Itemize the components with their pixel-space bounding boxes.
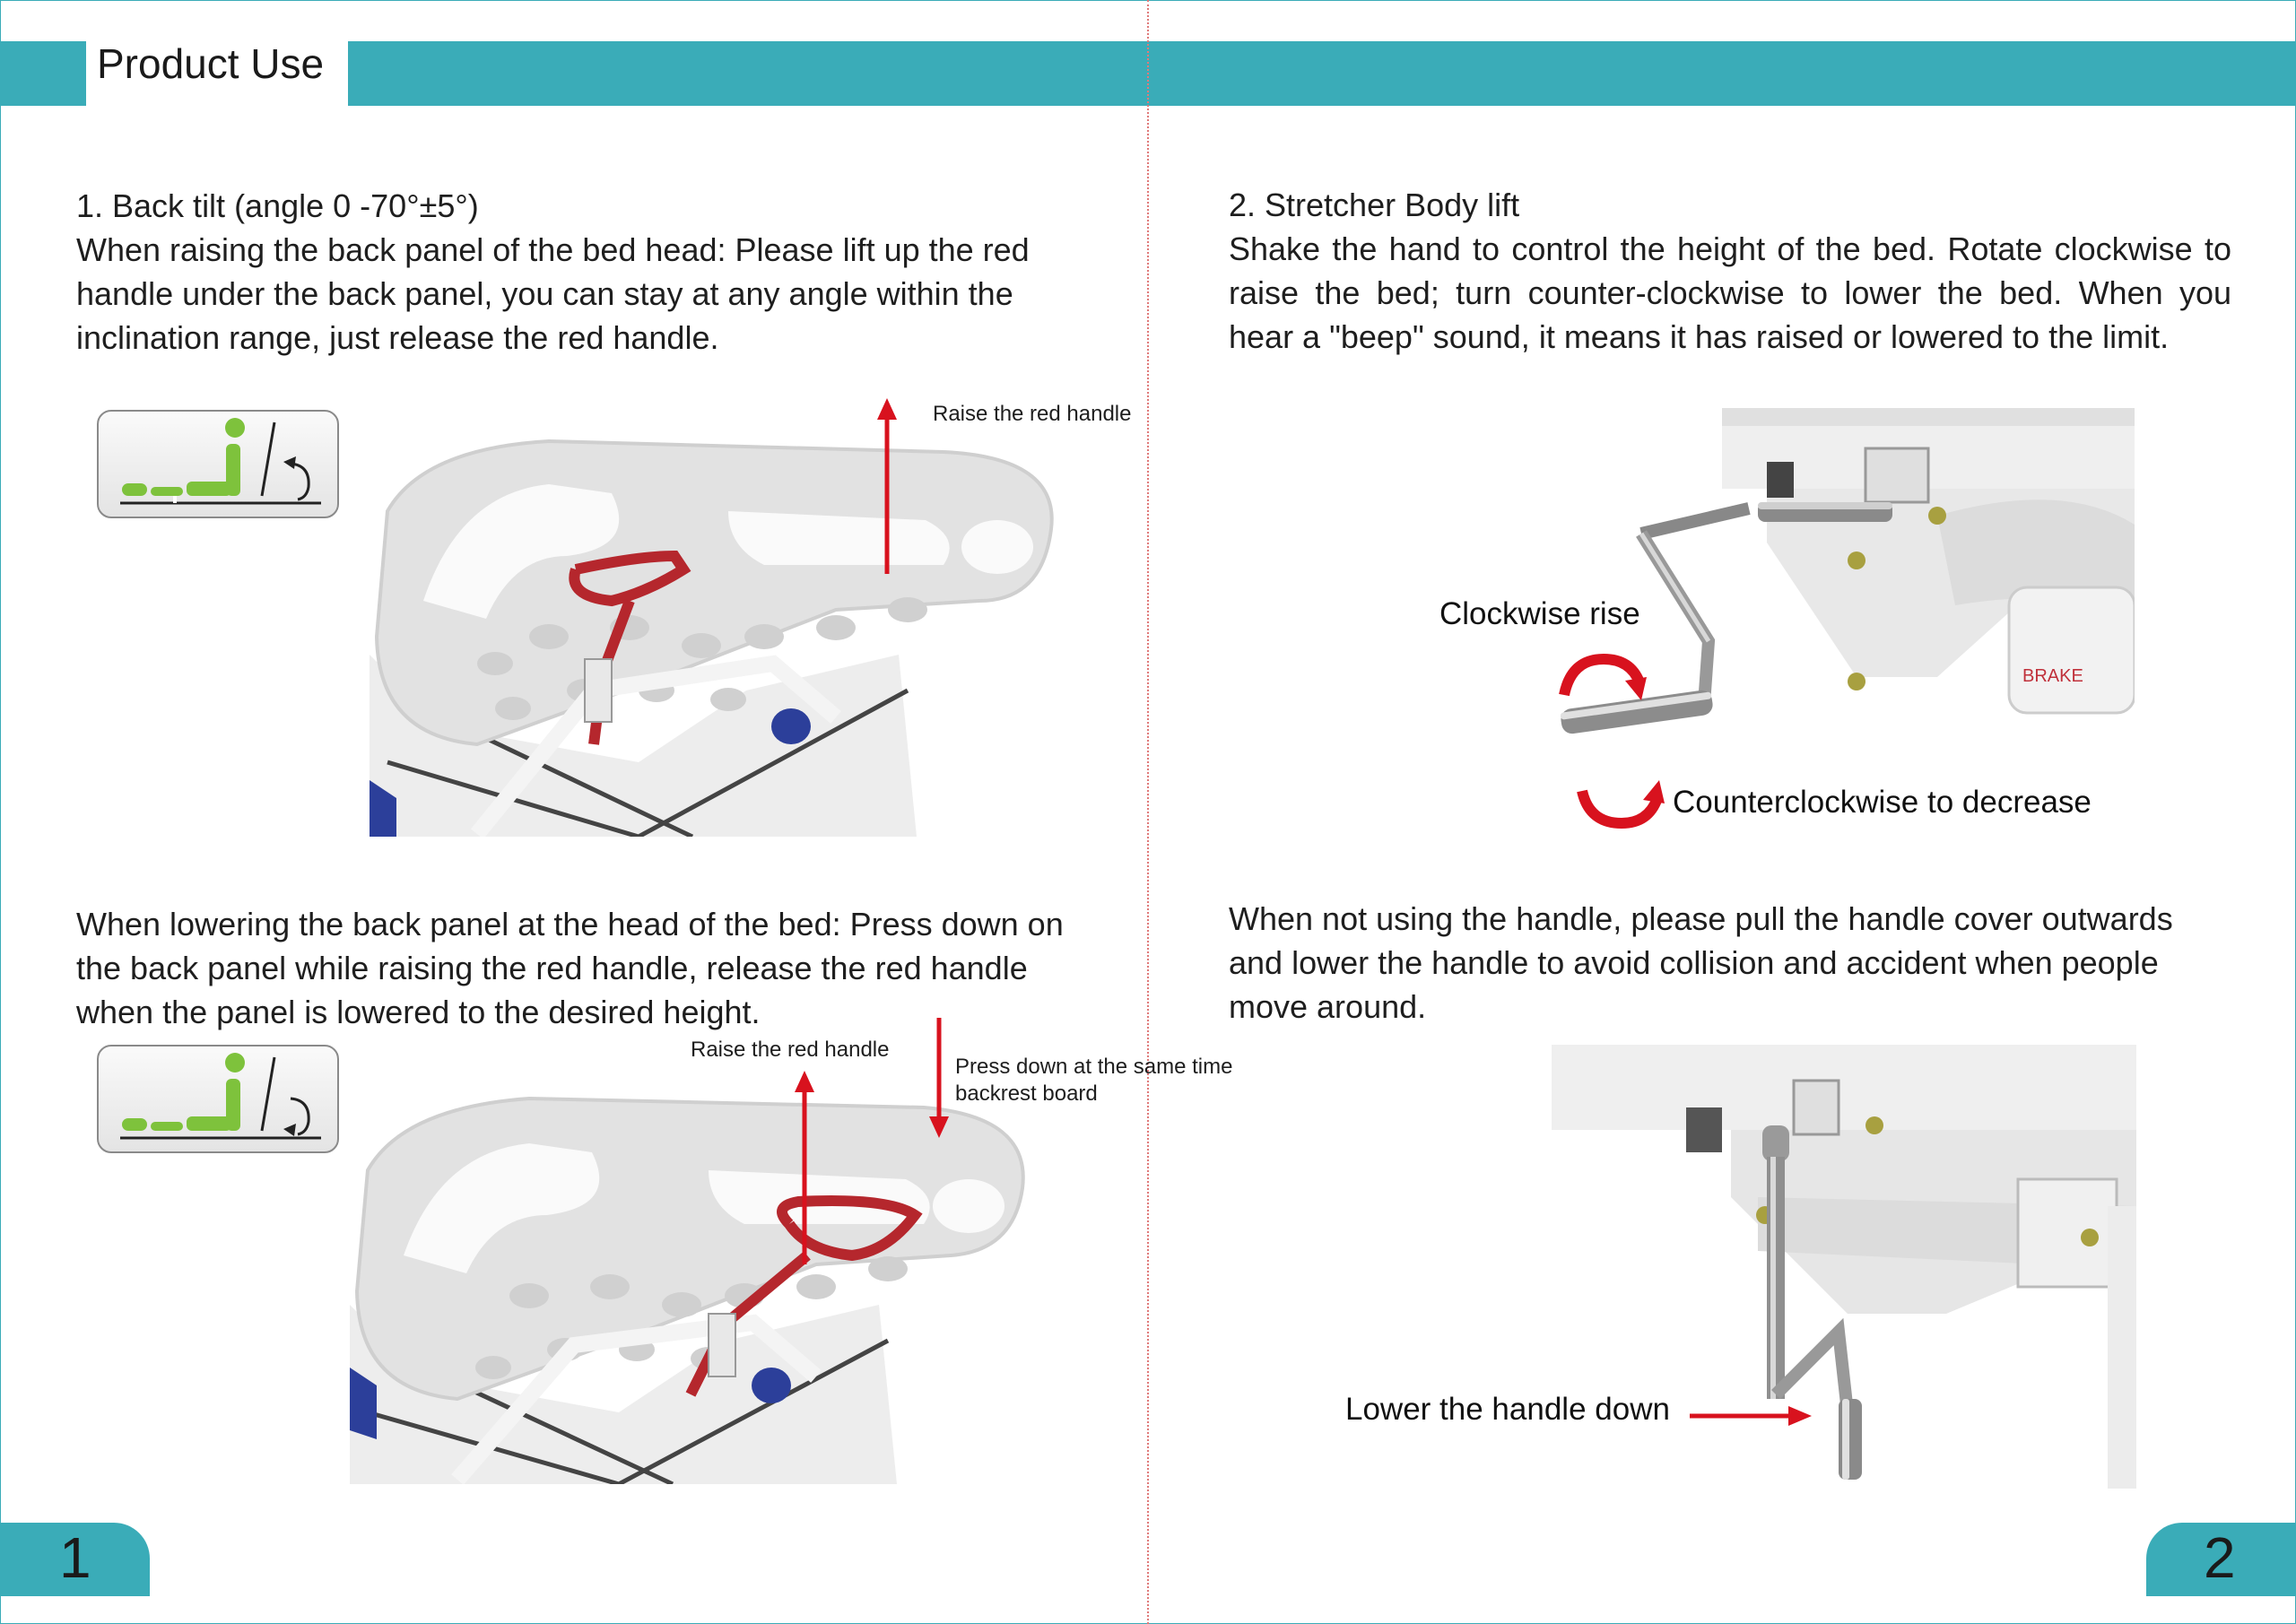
press-down-label-2: backrest board bbox=[955, 1081, 1098, 1106]
handle-storage-line-1: When not using the handle, please pull t… bbox=[1229, 900, 2173, 937]
raise-arrow-icon-2 bbox=[795, 1071, 814, 1264]
back-tilt-icon-2 bbox=[97, 1045, 339, 1153]
page-tab-right bbox=[2146, 1523, 2296, 1596]
counterclockwise-decrease-label: Counterclockwise to decrease bbox=[1673, 785, 2092, 820]
body-lift-line-3: hear a "beep" sound, it means it has rai… bbox=[1229, 318, 2170, 355]
raise-red-handle-label: Raise the red handle bbox=[933, 402, 1132, 426]
bed-backrest-photo-raise bbox=[370, 421, 1062, 837]
counterclockwise-arrow-icon bbox=[1577, 780, 1665, 829]
svg-text:BRAKE: BRAKE bbox=[2022, 666, 2083, 686]
page-divider bbox=[1147, 0, 1149, 1624]
crank-handle-photo: BRAKE bbox=[1561, 408, 2135, 838]
handle-storage-line-3: move around. bbox=[1229, 988, 1427, 1025]
body-lift-line-1: Shake the hand to control the height of … bbox=[1229, 230, 2231, 267]
clockwise-rise-label: Clockwise rise bbox=[1439, 596, 1640, 631]
lower-handle-arrow-icon bbox=[1690, 1406, 1812, 1426]
body-lift-line-2: raise the bed; turn counter-clockwise to… bbox=[1229, 274, 2231, 311]
page-title: Product Use bbox=[97, 40, 325, 87]
section-heading-body-lift: 2. Stretcher Body lift bbox=[1229, 187, 1520, 223]
lowering-line-1: When lowering the back panel at the head… bbox=[76, 906, 1064, 942]
raise-red-handle-label-2: Raise the red handle bbox=[691, 1038, 890, 1062]
lower-handle-label: Lower the handle down bbox=[1345, 1392, 1670, 1427]
back-tilt-icon bbox=[97, 410, 339, 518]
press-down-label-1: Press down at the same time bbox=[955, 1055, 1233, 1079]
page-tab-left bbox=[0, 1523, 150, 1596]
page-number-right: 2 bbox=[2204, 1525, 2236, 1590]
lowered-handle-photo bbox=[1552, 1045, 2136, 1489]
page-number-left: 1 bbox=[59, 1525, 91, 1590]
bed-backrest-photo-lower bbox=[350, 1072, 1031, 1484]
press-down-arrow-icon bbox=[929, 1018, 949, 1138]
back-tilt-line-2: handle under the back panel, you can sta… bbox=[76, 275, 1013, 312]
back-tilt-line-1: When raising the back panel of the bed h… bbox=[76, 231, 1030, 268]
handle-storage-line-2: and lower the handle to avoid collision … bbox=[1229, 944, 2159, 981]
lowering-line-2: the back panel while raising the red han… bbox=[76, 950, 1028, 986]
raise-arrow-icon bbox=[877, 398, 897, 574]
header-title-box bbox=[86, 34, 348, 108]
section-heading-back-tilt: 1. Back tilt (angle 0 -70°±5°) bbox=[76, 187, 479, 224]
lowering-line-3: when the panel is lowered to the desired… bbox=[76, 994, 761, 1030]
back-tilt-line-3: inclination range, just release the red … bbox=[76, 319, 719, 356]
clockwise-arrow-icon bbox=[1559, 653, 1647, 700]
